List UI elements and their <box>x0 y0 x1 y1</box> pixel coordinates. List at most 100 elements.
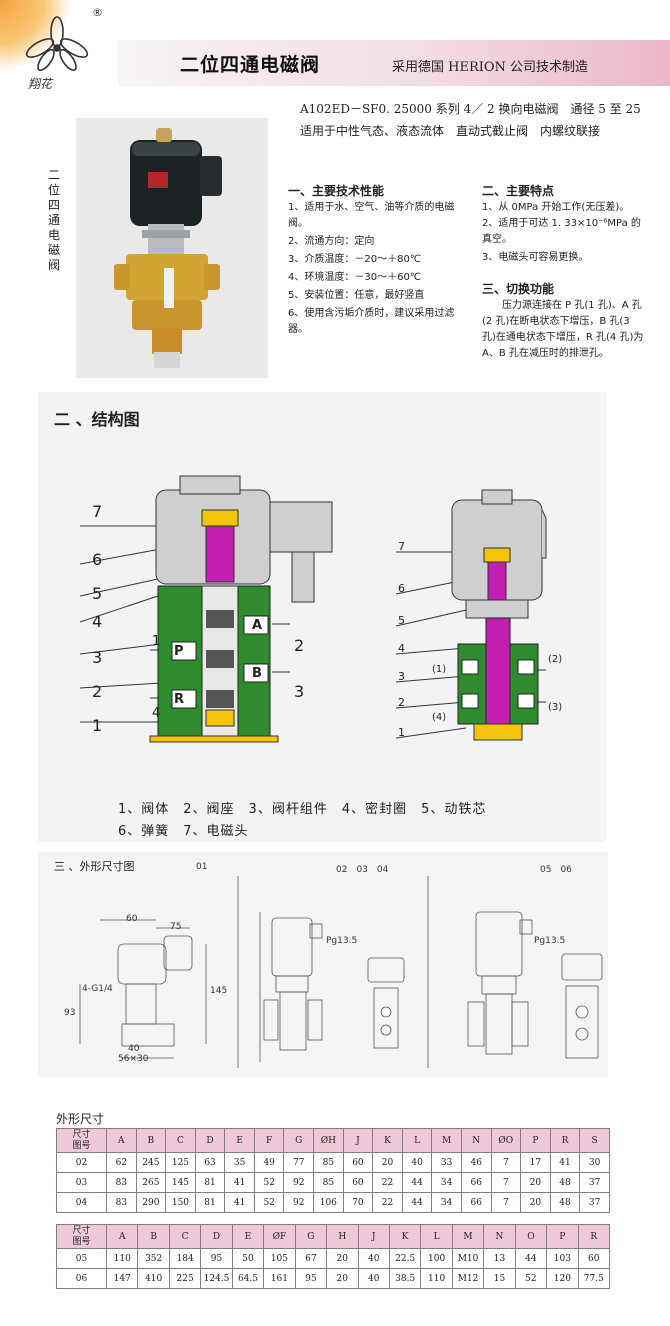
table-cell: 70 <box>342 1192 374 1213</box>
table-cell: 22 <box>372 1172 403 1193</box>
dim-label-pg-1: Pg13.5 <box>326 936 358 946</box>
table-cell: 22.5 <box>388 1248 422 1269</box>
table-cell: 44 <box>401 1172 433 1193</box>
table-1-header-label: 尺寸 图号 <box>56 1128 107 1153</box>
right-label-3: 3 <box>398 670 405 683</box>
left-side-number-4: 4 <box>152 706 161 721</box>
header-label-top: 尺寸 <box>72 1129 91 1140</box>
table-cell: 95 <box>294 1268 328 1289</box>
table-cell: 41 <box>224 1192 255 1213</box>
table-title: 外形尺寸 <box>56 1112 105 1126</box>
table-cell: 20 <box>520 1172 551 1193</box>
row-code-cell: 06 <box>56 1268 107 1289</box>
row-code-cell: 02 <box>56 1152 107 1173</box>
table-cell: 106 <box>313 1192 344 1213</box>
table-cell: 67 <box>294 1248 328 1269</box>
column-header: L <box>401 1128 433 1153</box>
table-cell: 352 <box>137 1248 170 1269</box>
left-port-p: P <box>174 644 184 659</box>
column-header: F <box>253 1128 285 1153</box>
dim-label-40: 40 <box>128 1044 140 1054</box>
right-label-4: 4 <box>398 642 405 655</box>
column-header: G <box>283 1128 315 1153</box>
column-header: C <box>168 1224 202 1249</box>
column-header: B <box>135 1128 167 1153</box>
table-cell: 60 <box>342 1172 374 1193</box>
table-cell: 85 <box>313 1152 344 1173</box>
dim-label-145: 145 <box>210 986 228 996</box>
column-header: B <box>137 1224 170 1249</box>
table-cell: 52 <box>514 1268 548 1289</box>
table-cell: 60 <box>577 1248 611 1269</box>
table-cell: 40 <box>401 1152 433 1173</box>
column-header: L <box>420 1224 453 1249</box>
spec-item-2: 2、流通方向：定向 <box>288 236 375 247</box>
table-cell: 37 <box>579 1172 610 1193</box>
table-cell: 40 <box>357 1268 390 1289</box>
dim-label-60: 60 <box>126 914 138 924</box>
column-header: A <box>106 1128 137 1153</box>
column-header: P <box>546 1224 579 1249</box>
row-code-cell: 03 <box>56 1172 107 1193</box>
intro-text: A102ED－SF0. 25000 系列 4／ 2 换向电磁阀 通径 5 至 2… <box>300 102 653 138</box>
logo-text: 翔花 <box>28 77 53 91</box>
column-header: R <box>577 1224 611 1249</box>
table-cell: 41 <box>549 1152 581 1173</box>
right-label-2: 2 <box>398 696 405 709</box>
title-band <box>118 40 670 86</box>
table-cell: 52 <box>253 1172 285 1193</box>
left-label-3: 3 <box>92 648 103 667</box>
table-cell: 35 <box>224 1152 255 1173</box>
left-cross-section-diagram <box>80 475 333 743</box>
left-port-b: B <box>252 666 262 681</box>
left-port-a: A <box>252 618 263 633</box>
feature-item-3: 3、电磁头可容易更换。 <box>482 252 589 263</box>
table-cell: 245 <box>135 1152 167 1173</box>
dim-label-thread: 4-G1/4 <box>82 984 113 994</box>
table-cell: M10 <box>451 1248 485 1269</box>
column-header: ØF <box>263 1224 296 1249</box>
table-cell: 184 <box>168 1248 202 1269</box>
table-cell: 41 <box>224 1172 255 1193</box>
features-heading: 二、主要特点 <box>482 184 555 198</box>
row-code-cell: 04 <box>56 1192 107 1213</box>
column-header: D <box>194 1128 226 1153</box>
spec-item-5: 5、安装位置：任意，最好竖直 <box>288 290 425 301</box>
table-cell: 145 <box>165 1172 196 1193</box>
spec-item-6: 6、使用含污垢介质时，建议采用过滤器。 <box>288 308 455 335</box>
table-cell: 92 <box>283 1172 315 1193</box>
spec-item-3: 3、介质温度：－20～＋80℃ <box>288 254 422 265</box>
table-cell: 44 <box>401 1192 433 1213</box>
table-cell: 161 <box>263 1268 296 1289</box>
column-header: K <box>388 1224 422 1249</box>
column-header: E <box>224 1128 255 1153</box>
feature-item-1: 1、从 0MPa 开始工作(无压差)。 <box>482 202 630 213</box>
left-port-r: R <box>174 692 185 707</box>
table-cell: 48 <box>549 1192 581 1213</box>
table-cell: 77.5 <box>577 1268 611 1289</box>
table-cell: 225 <box>168 1268 202 1289</box>
page-title: 二位四通电磁阀 <box>180 54 321 76</box>
table-cell: 34 <box>431 1172 462 1193</box>
table-cell: 33 <box>431 1152 462 1173</box>
table-cell: 20 <box>326 1268 359 1289</box>
column-header: P <box>520 1128 551 1153</box>
table-cell: 22 <box>372 1192 403 1213</box>
column-header: J <box>342 1128 374 1153</box>
spec-item-1: 1、适用于水、空气、油等介质的电磁阀。 <box>288 202 455 229</box>
table-cell: 52 <box>253 1192 285 1213</box>
table-cell: 60 <box>342 1152 374 1173</box>
table-cell: 81 <box>194 1192 226 1213</box>
structure-legend-line-2: 6、弹簧 7、电磁头 <box>118 824 249 839</box>
table-cell: M12 <box>451 1268 485 1289</box>
dim-label-pg-2: Pg13.5 <box>534 936 566 946</box>
column-header: M <box>431 1128 462 1153</box>
column-header: R <box>549 1128 581 1153</box>
left-port-number-2: 2 <box>294 636 305 655</box>
table-cell: 92 <box>283 1192 315 1213</box>
right-port-4: (4) <box>432 712 447 723</box>
